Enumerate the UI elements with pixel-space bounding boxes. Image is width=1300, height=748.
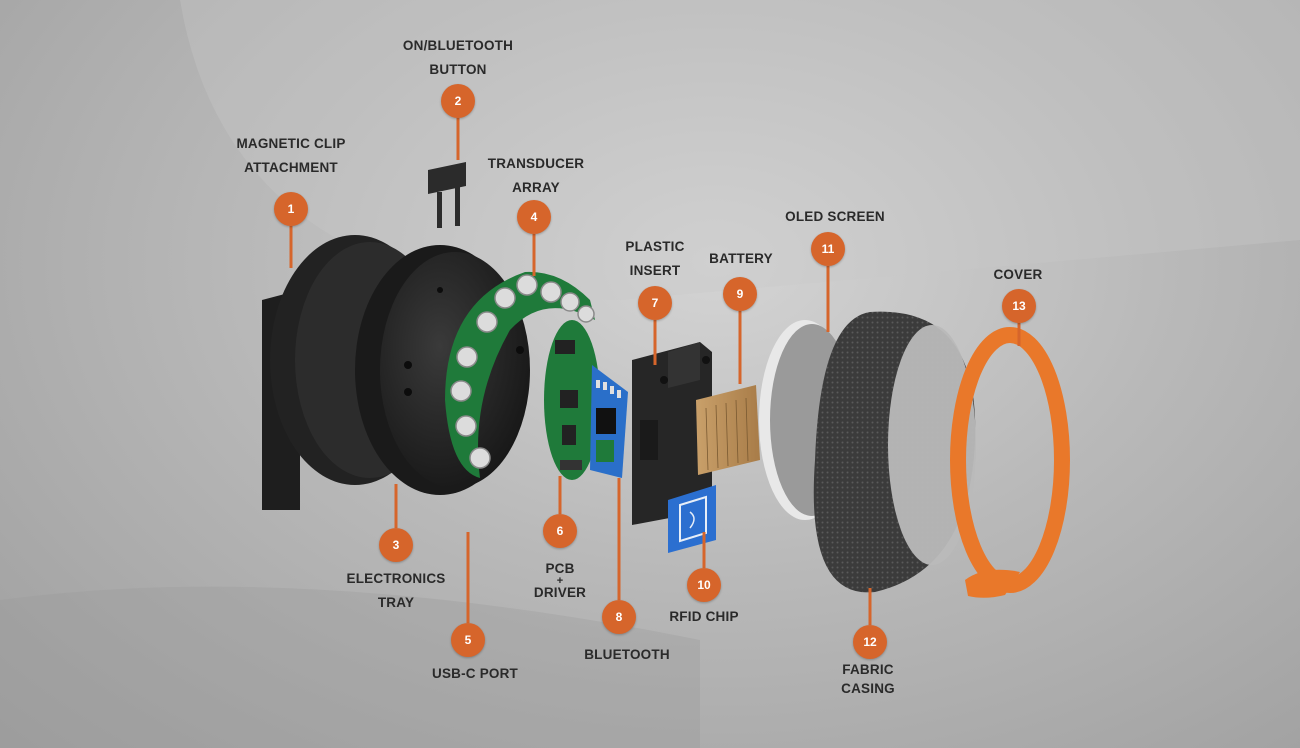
transducer-array-part	[445, 271, 595, 478]
label-pcb-driver: PCB + DRIVER	[520, 562, 600, 600]
label-line: BUTTON	[429, 62, 487, 77]
label-line: ELECTRONICS	[346, 571, 446, 586]
pcb-driver-part	[544, 320, 600, 480]
label-line: INSERT	[629, 263, 681, 278]
label-bluetooth: BLUETOOTH	[572, 643, 682, 667]
label-electronics-tray: ELECTRONICS TRAY	[336, 567, 456, 615]
label-cover: COVER	[978, 263, 1058, 287]
label-line: PLASTIC	[625, 239, 685, 254]
callout-leader-lines	[289, 118, 1021, 625]
label-transducer-array: TRANSDUCER ARRAY	[476, 152, 596, 200]
label-plastic-insert: PLASTIC INSERT	[610, 235, 700, 283]
label-line: FABRIC	[842, 662, 894, 677]
label-usb-c-port: USB-C PORT	[415, 662, 535, 686]
callout-badge-13: 13	[1002, 289, 1036, 323]
callout-badge-8: 8	[602, 600, 636, 634]
label-line: ARRAY	[512, 180, 560, 195]
battery-part	[696, 385, 760, 475]
label-line: DRIVER	[533, 585, 587, 600]
background-shadow	[0, 586, 700, 748]
label-rfid-chip: RFID CHIP	[654, 605, 754, 629]
label-line: BLUETOOTH	[584, 647, 670, 662]
label-oled-screen: OLED SCREEN	[775, 205, 895, 229]
label-line: ATTACHMENT	[244, 160, 338, 175]
label-line: TRAY	[377, 595, 415, 610]
callout-badge-3: 3	[379, 528, 413, 562]
callout-badge-11: 11	[811, 232, 845, 266]
label-line: ON/BLUETOOTH	[402, 38, 514, 53]
label-line: PCB	[545, 561, 575, 576]
label-fabric-casing: FABRIC CASING	[818, 660, 918, 698]
callout-badge-2: 2	[441, 84, 475, 118]
callout-badge-12: 12	[853, 625, 887, 659]
label-line: CASING	[841, 681, 895, 696]
cover-part	[950, 327, 1070, 598]
label-line: COVER	[993, 267, 1043, 282]
label-line: MAGNETIC CLIP	[236, 136, 346, 151]
label-line: BATTERY	[709, 251, 773, 266]
callout-badge-9: 9	[723, 277, 757, 311]
callout-badge-4: 4	[517, 200, 551, 234]
label-magnetic-clip: MAGNETIC CLIP ATTACHMENT	[226, 132, 356, 180]
label-battery: BATTERY	[696, 247, 786, 271]
label-line: +	[556, 575, 564, 587]
button-part	[428, 162, 466, 228]
label-line: USB-C PORT	[432, 666, 518, 681]
callout-badge-1: 1	[274, 192, 308, 226]
label-on-bluetooth-button: ON/BLUETOOTH BUTTON	[388, 34, 528, 82]
plastic-insert-part	[632, 342, 712, 525]
label-line: TRANSDUCER	[487, 156, 585, 171]
callout-badge-6: 6	[543, 514, 577, 548]
label-line: OLED SCREEN	[785, 209, 885, 224]
label-line: RFID CHIP	[669, 609, 739, 624]
callout-badge-10: 10	[687, 568, 721, 602]
bluetooth-module-part	[590, 365, 628, 478]
callout-badge-7: 7	[638, 286, 672, 320]
callout-badge-5: 5	[451, 623, 485, 657]
